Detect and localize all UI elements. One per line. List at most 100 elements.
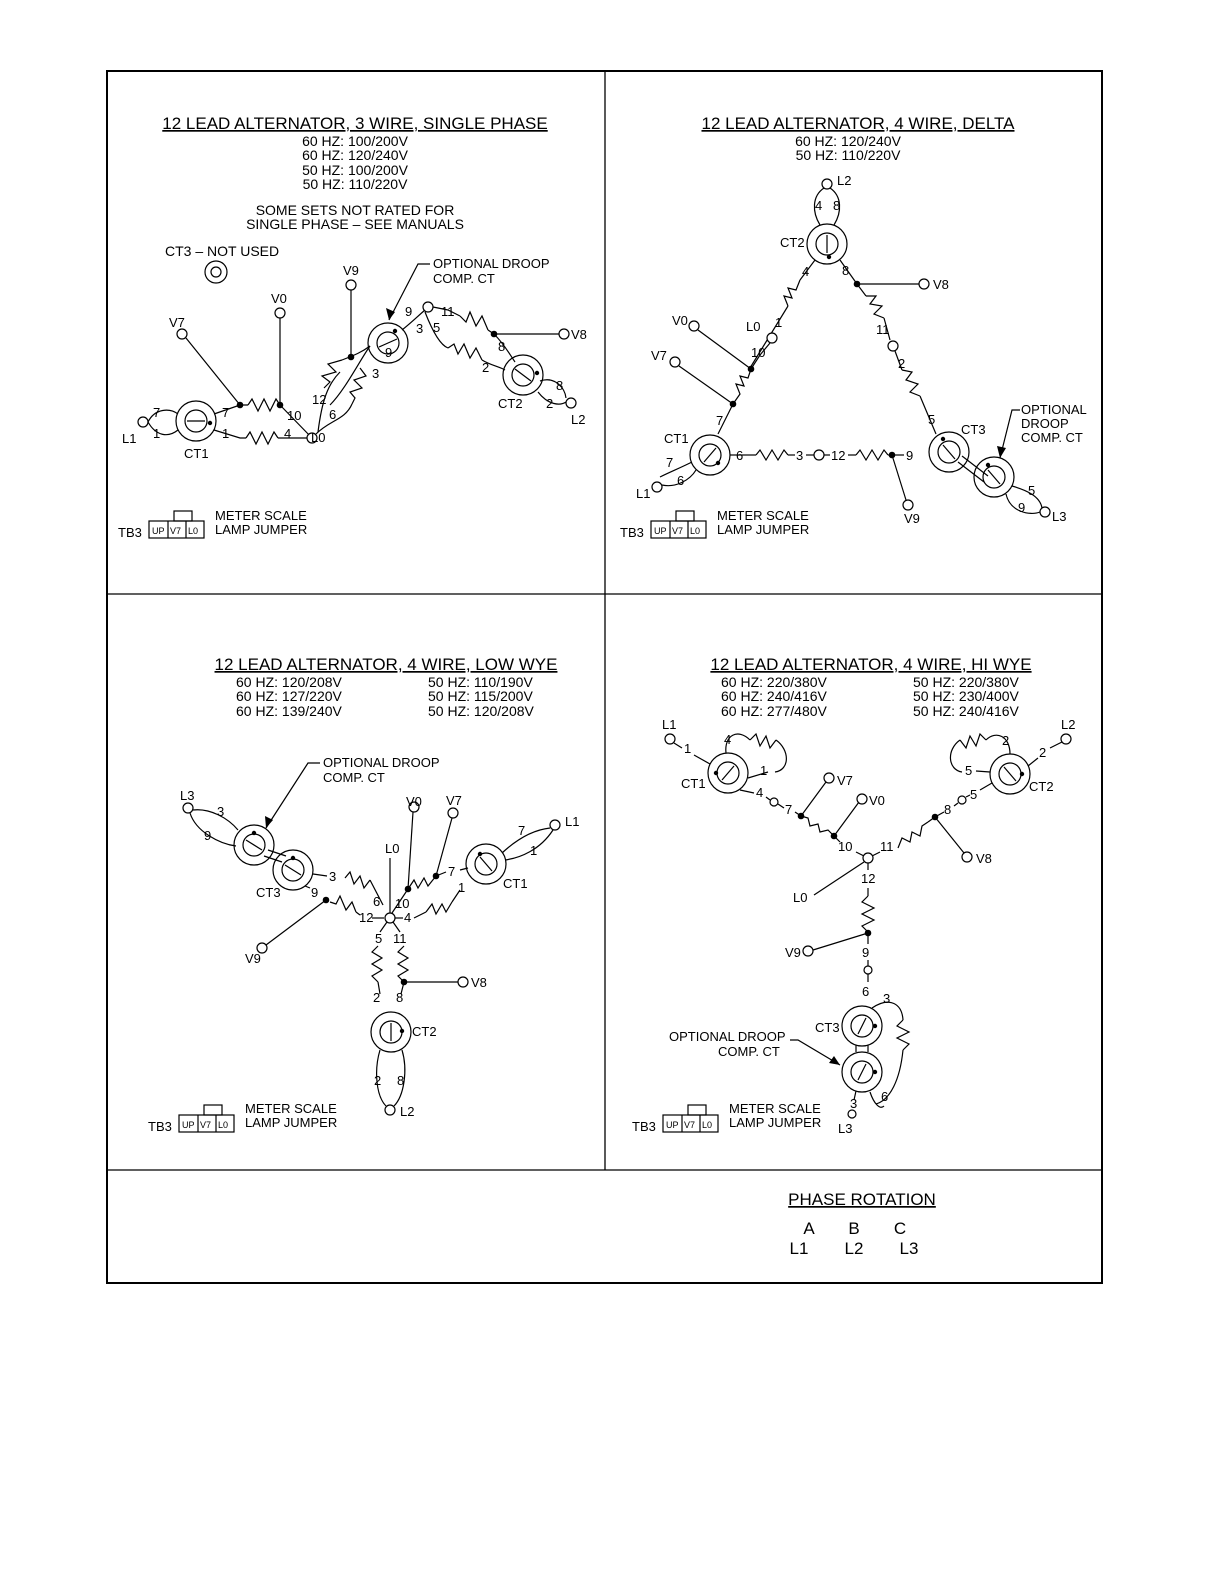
label-v9: V9 [245, 951, 261, 966]
svg-text:4: 4 [802, 264, 809, 279]
meter-scale-label: METER SCALE [729, 1101, 821, 1116]
svg-text:11: 11 [393, 931, 407, 946]
terminal-v9 [256, 942, 268, 954]
rating: 50 HZ: 230/400V [913, 688, 1020, 704]
label-v8: V8 [571, 327, 587, 342]
label-l3: L3 [180, 788, 194, 803]
rating: 50 HZ: 110/220V [303, 176, 408, 192]
label-ct2: CT2 [412, 1024, 437, 1039]
rating: 50 HZ: 100/200V [302, 162, 409, 178]
svg-text:V7: V7 [672, 526, 683, 536]
svg-text:2: 2 [373, 990, 380, 1005]
svg-text:7: 7 [716, 413, 723, 428]
label-ct3: CT3 [815, 1020, 840, 1035]
terminal-l1 [651, 481, 663, 493]
ct1-icon [465, 843, 507, 885]
lamp-jumper-label: LAMP JUMPER [245, 1115, 337, 1130]
label-v8: V8 [933, 277, 949, 292]
svg-text:5: 5 [433, 320, 440, 335]
meter-scale-label: METER SCALE [245, 1101, 337, 1116]
label-ct3: CT3 [961, 422, 986, 437]
rating: 60 HZ: 120/208V [236, 674, 343, 690]
svg-text:3: 3 [329, 869, 336, 884]
droop-label: COMP. CT [1021, 430, 1083, 445]
svg-text:1: 1 [760, 763, 767, 778]
svg-text:8: 8 [944, 802, 951, 817]
svg-text:L0: L0 [702, 1120, 712, 1130]
svg-text:8: 8 [397, 1073, 404, 1088]
terminal-l2 [1060, 733, 1072, 745]
svg-text:6: 6 [329, 407, 336, 422]
label-l1: L1 [636, 486, 650, 501]
note: SINGLE PHASE – SEE MANUALS [246, 216, 464, 232]
label-v0: V0 [271, 291, 287, 306]
rating: 60 HZ: 220/380V [721, 674, 828, 690]
label-v9: V9 [904, 511, 920, 526]
ct3-icon [841, 1005, 883, 1047]
phase-c: C [894, 1219, 906, 1238]
terminal-v7 [447, 807, 459, 819]
svg-text:2: 2 [898, 356, 905, 371]
panel-low-wye: 12 LEAD ALTERNATOR, 4 WIRE, LOW WYE 60 H… [148, 655, 579, 1134]
svg-text:3: 3 [850, 1096, 857, 1111]
terminal-v0 [274, 307, 286, 319]
label-l0: L0 [746, 319, 760, 334]
label-v0: V0 [672, 313, 688, 328]
label-v7: V7 [837, 773, 853, 788]
label-ct2: CT2 [1029, 779, 1054, 794]
phase-title: PHASE ROTATION [788, 1190, 936, 1209]
ct1-icon [707, 752, 749, 794]
terminal-l2 [384, 1104, 396, 1116]
label-l3: L3 [838, 1121, 852, 1136]
svg-text:L0: L0 [218, 1120, 228, 1130]
droop-label: OPTIONAL DROOP [669, 1029, 786, 1044]
svg-text:8: 8 [396, 990, 403, 1005]
svg-text:6: 6 [881, 1089, 888, 1104]
svg-text:3: 3 [796, 448, 803, 463]
svg-text:4: 4 [724, 732, 731, 747]
svg-text:V7: V7 [684, 1120, 695, 1130]
svg-text:L0: L0 [690, 526, 700, 536]
svg-text:12: 12 [312, 392, 326, 407]
label-l2: L2 [837, 173, 851, 188]
droop-ct-icon [367, 322, 409, 364]
svg-text:UP: UP [152, 526, 165, 536]
terminal-v8 [918, 278, 930, 290]
svg-text:9: 9 [204, 828, 211, 843]
svg-text:9: 9 [906, 448, 913, 463]
svg-text:7: 7 [785, 802, 792, 817]
svg-text:4: 4 [756, 785, 763, 800]
svg-text:2: 2 [1002, 733, 1009, 748]
terminal-l2 [821, 178, 833, 190]
line-l2: L2 [845, 1239, 864, 1258]
panel-title: 12 LEAD ALTERNATOR, 4 WIRE, HI WYE [710, 655, 1031, 674]
rating: 50 HZ: 115/200V [428, 688, 533, 704]
lamp-jumper-label: LAMP JUMPER [729, 1115, 821, 1130]
label-v9: V9 [785, 945, 801, 960]
svg-text:7: 7 [448, 864, 455, 879]
terminal-l0 [306, 432, 318, 444]
rating: 50 HZ: 240/416V [913, 703, 1020, 719]
svg-text:8: 8 [498, 339, 505, 354]
svg-text:UP: UP [666, 1120, 679, 1130]
droop-label: COMP. CT [718, 1044, 780, 1059]
droop-label: DROOP [1021, 416, 1069, 431]
meter-scale-label: METER SCALE [215, 508, 307, 523]
line-l3: L3 [900, 1239, 919, 1258]
panel-single-phase: 12 LEAD ALTERNATOR, 3 WIRE, SINGLE PHASE… [118, 114, 587, 540]
svg-text:4: 4 [284, 426, 291, 441]
rating: 60 HZ: 240/416V [721, 688, 828, 704]
label-l0: L0 [311, 430, 325, 445]
panel-title: 12 LEAD ALTERNATOR, 4 WIRE, LOW WYE [215, 655, 558, 674]
svg-text:9: 9 [385, 345, 392, 360]
neutral-node [862, 852, 874, 864]
terminal-l3 [847, 1109, 857, 1119]
svg-text:2: 2 [546, 396, 553, 411]
svg-text:8: 8 [842, 263, 849, 278]
tb3-label: TB3 [148, 1119, 172, 1134]
droop-ct-icon [233, 824, 275, 866]
terminal-l1 [664, 733, 676, 745]
svg-text:5: 5 [928, 412, 935, 427]
label-v7: V7 [169, 315, 185, 330]
